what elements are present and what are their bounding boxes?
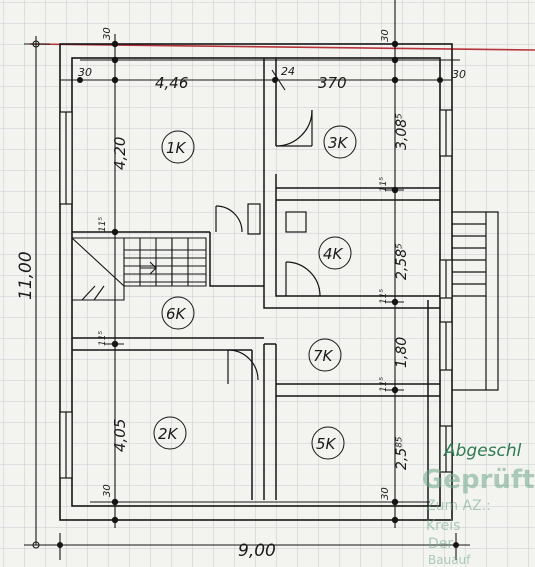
room-label-1k: 1K [166,139,187,157]
dim-wall-30-bottom-left: 30 [102,484,113,497]
interior-walls [72,58,440,520]
dim-wall-11-5-mid-a: 11⁵ [379,177,389,192]
dim-height-5k: 2,5⁸⁵ [394,436,410,470]
stamp-line-1: Geprüft [422,465,535,495]
dim-wall-11-5-left-a: 11⁵ [98,217,108,232]
room-label-5k: 5K [316,435,337,453]
dim-height-2k: 4,05 [111,419,129,452]
stamp-line-2: Zum AZ.: [426,498,491,514]
dim-wall-11-5-mid-c: 11⁵ [379,377,389,392]
stamp-line-4: Der [428,536,453,552]
dim-height-4k: 2,58⁵ [394,243,410,280]
dim-wall-11-5-left-b: 11⁵ [98,331,108,346]
doors [215,109,321,384]
dim-height-1k: 4,20 [111,137,129,170]
dim-wall-11-5-mid-b: 11⁵ [379,289,389,304]
dimension-labels: 9,00 11,00 4,46 370 4,20 4,05 3,08⁵ 2,58… [16,27,466,561]
dim-overall-width: 9,00 [238,541,276,561]
dim-height-3k: 3,08⁵ [394,113,410,150]
chimney-fixture [285,211,307,233]
staircase [71,237,207,301]
stamp-line-5: Bauauf [428,553,471,567]
dim-wall-30-corner-right: 30 [452,68,466,81]
dim-overall-height: 11,00 [16,251,36,300]
room-label-7k: 7K [313,347,334,365]
room-label-4k: 4K [323,245,344,263]
dim-wall-30-top-right: 30 [380,29,391,42]
room-labels: 1K 3K 4K 6K 7K 2K 5K [153,125,357,460]
dim-wall-30-top: 30 [102,27,113,40]
approval-stamp: Abgeschl Geprüft Zum AZ.: Kreis Der Baua… [422,441,535,567]
room-label-3k: 3K [328,134,349,152]
stamp-handwritten: Abgeschl [443,441,522,461]
dim-wall-24: 24 [281,65,295,78]
dim-wall-30-bottom-right: 30 [380,487,391,500]
dim-height-7k: 1,80 [394,337,410,368]
exterior-stair [452,211,499,391]
stamp-line-3: Kreis [426,518,460,534]
dim-wall-30-corner-left: 30 [78,66,92,79]
room-label-2k: 2K [158,425,179,443]
room-label-6k: 6K [166,305,187,323]
dim-top-right-width: 370 [318,74,347,92]
dim-top-left-width: 4,46 [155,74,188,92]
windows [59,109,453,479]
